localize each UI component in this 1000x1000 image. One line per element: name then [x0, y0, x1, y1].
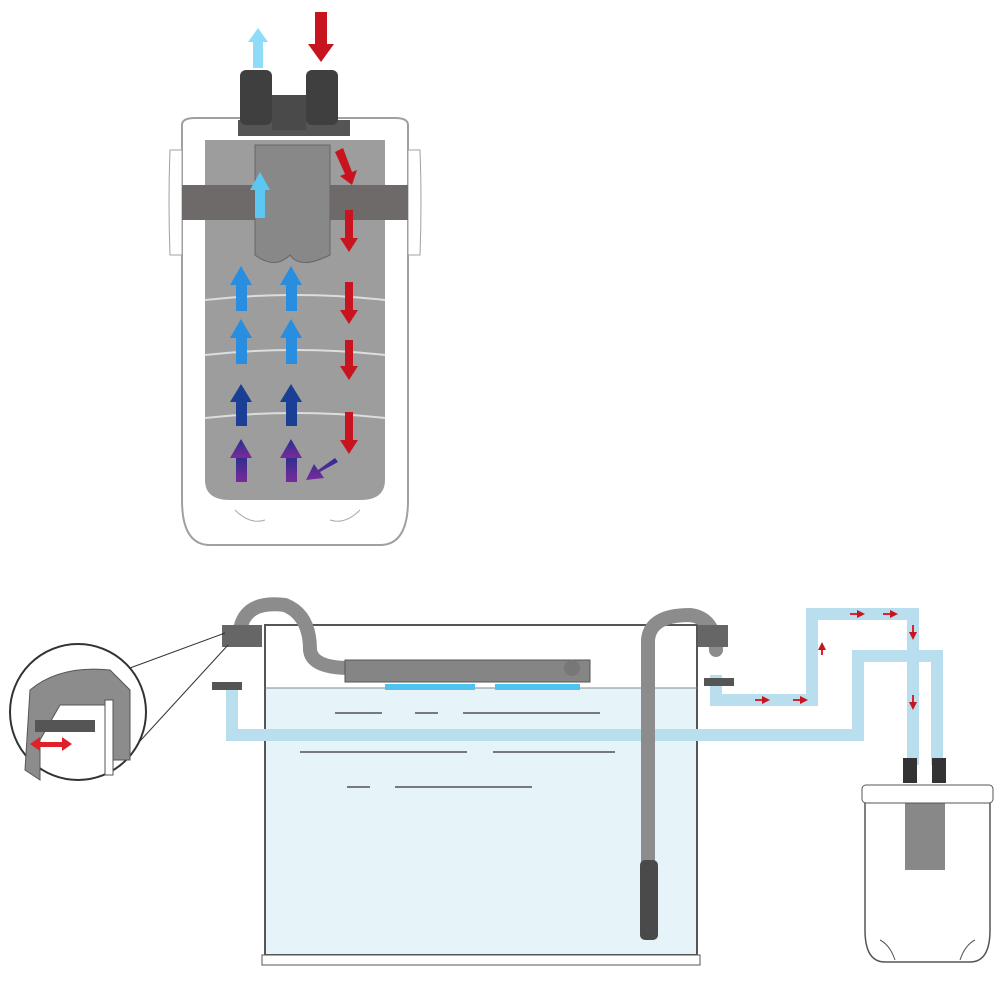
pipe-flow-markers — [755, 610, 917, 710]
intake-strainer — [640, 860, 658, 940]
small-outlet-valve[interactable] — [932, 758, 946, 783]
outflow-arrows — [230, 28, 338, 482]
arrow-up-icon — [280, 319, 302, 364]
water-ripple-lines — [300, 712, 615, 788]
filter-handle-left — [168, 149, 183, 256]
arrow-up-icon — [280, 384, 302, 426]
adjust-arrow-icon — [30, 737, 72, 751]
outlet-hose — [233, 597, 357, 675]
filter-handle-right — [407, 149, 422, 256]
inlet-valve[interactable] — [306, 70, 338, 125]
arrow-up-icon — [230, 384, 252, 426]
outlet-mount-bracket[interactable] — [222, 625, 262, 647]
arrow-up-icon — [250, 172, 270, 218]
arrow-down-icon — [340, 412, 358, 454]
small-inlet-valve[interactable] — [903, 758, 917, 783]
intake-clamp[interactable] — [704, 678, 734, 686]
arrow-up-icon — [230, 439, 252, 482]
spray-bar-end-cap — [564, 660, 580, 676]
filter-center-tube — [254, 144, 331, 263]
return-pipe — [226, 650, 943, 765]
intake-pipe — [710, 608, 919, 765]
arrow-diagonal-icon — [306, 458, 338, 480]
spray-bar — [344, 659, 591, 683]
clamp-detail-inset — [9, 632, 229, 781]
filter-feet — [234, 509, 361, 522]
arrow-down-icon — [308, 12, 334, 62]
arrow-down-icon — [335, 148, 357, 185]
arrow-up-icon — [280, 439, 302, 482]
filter-inner-body — [205, 140, 385, 500]
inflow-arrows — [308, 12, 358, 454]
tank-base — [261, 954, 701, 966]
arrow-down-icon — [340, 340, 358, 380]
outlet-valve[interactable] — [240, 70, 272, 125]
arrow-up-icon — [230, 266, 252, 311]
arrow-down-icon — [340, 282, 358, 324]
spray-jets — [385, 684, 580, 690]
arrow-up-icon — [280, 266, 302, 311]
outlet-clamp[interactable] — [212, 682, 242, 690]
canister-filter-small — [861, 758, 994, 963]
intake-mount-bracket[interactable] — [698, 625, 728, 647]
tank-water — [265, 688, 697, 955]
arrow-up-icon — [230, 319, 252, 364]
arrow-down-icon — [340, 210, 358, 252]
arrow-up-icon — [248, 28, 268, 68]
valve-lever[interactable] — [272, 95, 306, 130]
